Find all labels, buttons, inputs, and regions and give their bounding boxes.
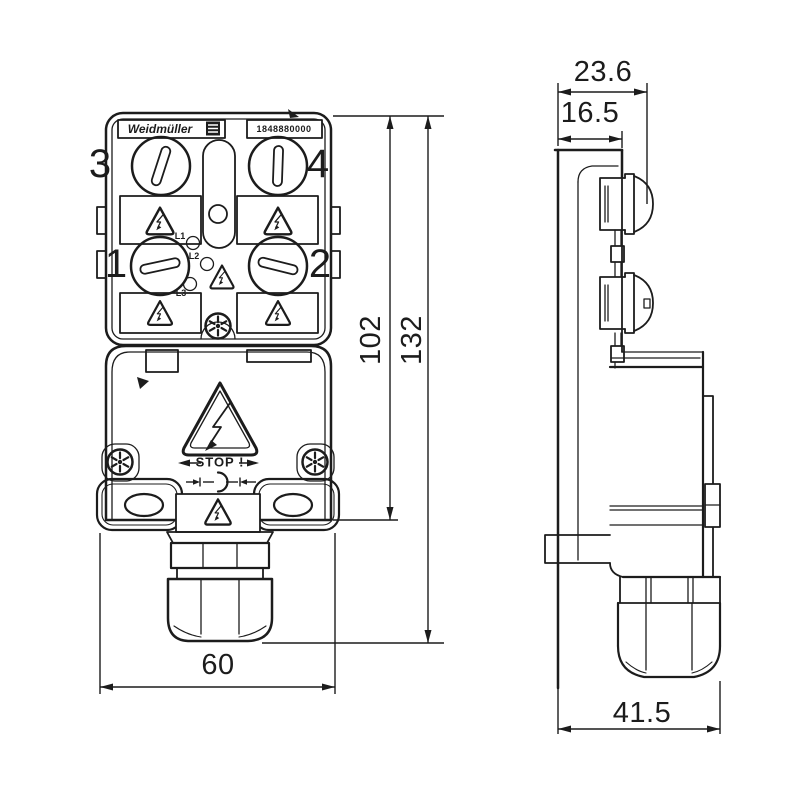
port-number-4: 4 [307, 142, 329, 186]
warning-triangle-icon [264, 299, 292, 327]
part-number-text: 1848880000 [256, 124, 311, 134]
dim-23.6-label: 23.6 [574, 56, 632, 88]
port-dial-1: 1 [105, 235, 191, 297]
led-indicator-icon [182, 276, 198, 292]
port-number-2: 2 [309, 242, 331, 286]
dimension-side-depth-head: 23.6 [557, 56, 648, 204]
port-dial-4: 4 [247, 135, 329, 197]
port-dial-3: 3 [89, 135, 192, 197]
center-screw [200, 312, 236, 340]
side-lower-body [544, 350, 721, 579]
dim-41.5-label: 41.5 [613, 697, 671, 729]
torx-screw-icon [204, 312, 232, 340]
dim-60-label: 60 [201, 649, 234, 681]
warning-triangle-icon [146, 299, 174, 327]
side-mounting-tab [544, 534, 611, 564]
pointer-arrow-icon [137, 377, 149, 389]
side-knob-1 [599, 173, 654, 235]
side-collar [610, 345, 625, 363]
leader-arrow-icon [288, 109, 299, 118]
torx-screw-icon [106, 448, 134, 476]
brand-label: Weidmüller [117, 119, 226, 139]
dimension-front-height-body: 102 [333, 115, 444, 521]
side-view: 23.6 16.5 41.5 [544, 56, 722, 734]
warning-plate [119, 195, 202, 245]
warning-triangle-icon [145, 206, 175, 236]
mounting-slot [123, 492, 165, 518]
dimension-side-depth-total: 41.5 [557, 681, 721, 734]
dimension-side-depth-face: 16.5 [558, 97, 623, 148]
bottom-warning-label [175, 493, 261, 533]
warning-plate [119, 292, 202, 334]
cable-gland-front [166, 531, 274, 643]
side-head-profile [553, 148, 624, 690]
port-number-1: 1 [105, 242, 127, 286]
cable-gland-side [616, 575, 722, 679]
warning-plate [236, 195, 319, 245]
screwdriver-slot-icon [186, 471, 256, 493]
head-housing [96, 111, 341, 347]
front-view: Weidmüller 1848880000 3 4 1 [89, 109, 444, 694]
brand-text: Weidmüller [128, 122, 194, 136]
led-indicator-icon [185, 235, 201, 251]
mounting-ear-left [95, 477, 184, 532]
main-warning-triangle-icon [181, 381, 259, 457]
led-label-l1: L1 [175, 231, 186, 241]
led-label-l2: L2 [189, 251, 200, 261]
dimension-front-height-total: 132 [262, 116, 444, 644]
mounting-slot [272, 492, 314, 518]
warning-triangle-icon [209, 264, 235, 290]
stop-indicator: STOP ! [178, 455, 259, 470]
center-capsule [202, 139, 236, 249]
dim-16.5-label: 16.5 [561, 97, 619, 129]
lower-body: STOP ! [101, 344, 335, 522]
led-indicator-icon [199, 256, 215, 272]
torx-screw-icon [301, 448, 329, 476]
led-cluster: L1 L2 L3 [175, 231, 235, 298]
dim-102-label: 102 [355, 315, 387, 365]
side-knob-2 [599, 272, 654, 334]
dim-132-label: 132 [396, 315, 428, 365]
warning-triangle-icon [263, 206, 293, 236]
mounting-ear-right [252, 477, 341, 532]
stop-text: STOP ! [196, 455, 245, 470]
port-number-3: 3 [89, 142, 111, 186]
dimension-front-width: 60 [99, 533, 336, 694]
port-dial-2: 2 [247, 235, 331, 297]
warning-plate [236, 292, 319, 334]
weidmueller-logo-icon [206, 121, 220, 136]
side-collar [610, 245, 625, 263]
